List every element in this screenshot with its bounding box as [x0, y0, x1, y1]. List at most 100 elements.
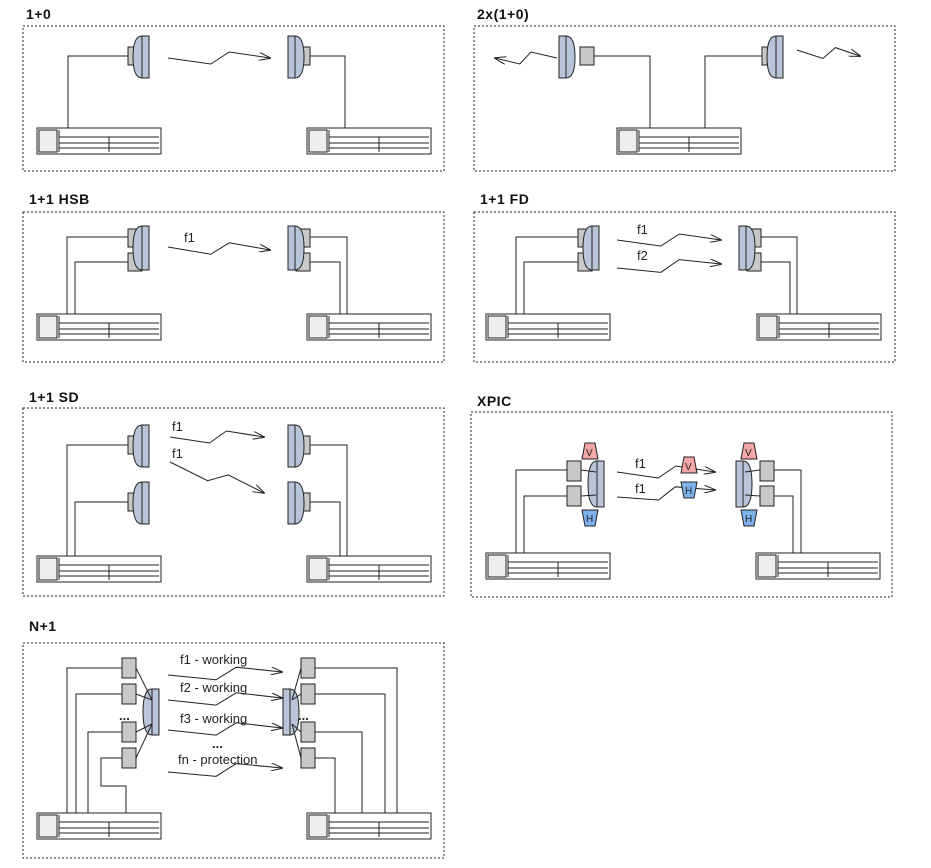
- frequency-label: f1: [635, 456, 646, 471]
- horizontal-polarization-icon: [740, 509, 758, 527]
- channel-label: f1 - working: [180, 652, 247, 667]
- idu-front-panel: [38, 315, 58, 339]
- idu-front-panel: [38, 814, 58, 838]
- connector-line: [580, 469, 597, 473]
- idu-front-panel: [618, 129, 638, 153]
- connector-line: [580, 494, 597, 497]
- frequency-label: f1: [172, 419, 183, 434]
- connector-line: [594, 55, 651, 128]
- connector-line: [291, 693, 302, 701]
- antenna-dish: [582, 225, 593, 271]
- channel-label: fn - protection: [178, 752, 258, 767]
- radio-link-arrow: [167, 764, 282, 777]
- connector-line: [774, 495, 794, 553]
- antenna-dish: [294, 424, 305, 468]
- radio-link-arrow: [167, 51, 270, 65]
- antenna-dish: [132, 481, 143, 525]
- odu-unit: [300, 721, 316, 743]
- radio-link-arrow: [616, 260, 721, 273]
- radio-link-arrow: [167, 692, 282, 706]
- idu-chassis: [485, 552, 611, 580]
- antenna-feed: [287, 35, 296, 79]
- antenna-dish: [565, 35, 576, 79]
- odu-unit: [300, 683, 316, 705]
- antenna-dish: [766, 35, 777, 79]
- idu-chassis: [306, 812, 432, 840]
- idu-chassis: [36, 313, 162, 341]
- panel-title-1plus1-fd: 1+1 FD: [480, 191, 530, 207]
- odu-unit: [121, 747, 137, 769]
- connector-line: [315, 757, 336, 813]
- odu-unit: [300, 747, 316, 769]
- connector-line: [135, 693, 153, 701]
- connector-line: [315, 731, 363, 813]
- antenna-dish: [132, 225, 143, 271]
- connector-line: [66, 444, 128, 556]
- radio-link-arrow: [169, 461, 264, 493]
- odu-stack-ellipsis: ...: [298, 708, 309, 723]
- panel-border: [470, 411, 893, 598]
- idu-front-panel: [308, 557, 328, 581]
- antenna-dish: [132, 424, 143, 468]
- horizontal-polarization-label: H: [586, 514, 593, 525]
- panel-title-1plus0: 1+0: [26, 6, 52, 22]
- radio-link-arrow: [167, 722, 282, 736]
- odu-unit: [566, 460, 582, 482]
- idu-front-panel: [487, 315, 507, 339]
- vertical-polarization-label: V: [685, 462, 692, 473]
- antenna-dish: [294, 481, 305, 525]
- vertical-polarization-icon: [680, 456, 698, 474]
- idu-chassis: [36, 555, 162, 583]
- connector-line: [310, 236, 348, 314]
- odu-unit: [566, 485, 582, 507]
- idu-front-panel: [757, 554, 777, 578]
- idu-chassis: [306, 127, 432, 155]
- panel-border: [473, 25, 896, 172]
- idu-chassis: [616, 127, 742, 155]
- odu-stack-ellipsis: ...: [119, 708, 130, 723]
- idu-front-panel: [308, 129, 328, 153]
- connector-line: [315, 667, 398, 813]
- frequency-label: f2: [637, 248, 648, 263]
- channel-label: f3 - working: [180, 711, 247, 726]
- vertical-polarization-icon: [581, 442, 599, 460]
- connector-line: [704, 55, 762, 128]
- antenna-feed: [287, 424, 296, 468]
- connector-line: [744, 469, 761, 473]
- connector-line: [774, 469, 802, 553]
- antenna-feed: [287, 225, 296, 271]
- radio-link-arrow: [167, 666, 282, 681]
- horizontal-polarization-icon: [581, 509, 599, 527]
- odu-unit: [121, 683, 137, 705]
- radio-link-arrow: [167, 242, 270, 255]
- radio-link-arrow: [796, 47, 860, 60]
- connector-line: [761, 236, 798, 314]
- connector-line: [515, 469, 567, 553]
- antenna-feed: [287, 481, 296, 525]
- idu-front-panel: [308, 315, 328, 339]
- antenna-feed: [282, 688, 291, 736]
- idu-front-panel: [38, 557, 58, 581]
- idu-chassis: [485, 313, 611, 341]
- horizontal-polarization-icon: [680, 481, 698, 499]
- vertical-polarization-label: V: [586, 448, 593, 459]
- connector-line: [291, 723, 302, 759]
- idu-chassis: [36, 127, 162, 155]
- panel-border: [22, 407, 445, 597]
- connector-line: [523, 261, 578, 314]
- odu-unit: [759, 485, 775, 507]
- channel-ellipsis: ...: [212, 736, 223, 751]
- horizontal-polarization-label: H: [685, 486, 692, 497]
- connector-line: [310, 261, 341, 314]
- antenna-dish: [745, 225, 756, 271]
- connector-line: [135, 723, 153, 759]
- panel-border: [473, 211, 896, 363]
- idu-chassis: [756, 313, 882, 341]
- antenna-feed: [141, 35, 150, 79]
- connector-line: [523, 495, 567, 553]
- antenna-dish: [587, 460, 598, 508]
- antenna-feed: [558, 35, 567, 79]
- connector-line: [135, 667, 153, 701]
- panel-title-1plus1-hsb: 1+1 HSB: [29, 191, 90, 207]
- connector-line: [74, 501, 128, 556]
